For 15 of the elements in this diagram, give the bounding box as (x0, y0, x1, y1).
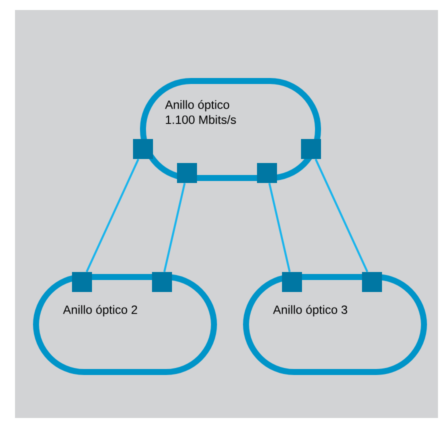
port-square (257, 163, 277, 183)
ring: Anillo óptico 3 (243, 274, 427, 375)
link-line (163, 182, 186, 272)
link-line (314, 158, 368, 272)
port-square (362, 272, 382, 292)
link-line (268, 182, 291, 272)
port-square (152, 272, 172, 292)
ring: Anillo óptico 1.100 Mbits/s (140, 78, 321, 181)
port-square (133, 139, 153, 159)
port-square (282, 272, 302, 292)
port-square (72, 272, 92, 292)
ring: Anillo óptico 2 (33, 274, 217, 375)
port-square (177, 163, 197, 183)
link-line (86, 158, 140, 272)
port-square (301, 139, 321, 159)
